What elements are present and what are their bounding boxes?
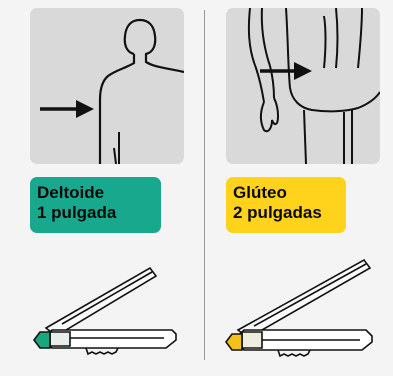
gluteal-badge: Glúteo 2 pulgadas — [226, 177, 346, 233]
syringe-long-needle-icon — [225, 258, 373, 358]
arrow-icon — [40, 100, 94, 118]
arrow-icon — [260, 62, 312, 80]
gluteal-needle-length: 2 pulgadas — [233, 203, 322, 222]
deltoid-illustration — [30, 8, 184, 164]
gluteal-site-label: Glúteo — [233, 183, 287, 202]
deltoid-site-label: Deltoide — [37, 183, 105, 202]
deltoid-body-outline — [40, 18, 184, 164]
divider — [204, 10, 205, 360]
deltoid-badge: Deltoide 1 pulgada — [30, 177, 161, 233]
deltoid-needle-length: 1 pulgada — [37, 203, 117, 222]
syringe-short-needle-icon — [33, 266, 177, 356]
gluteal-illustration — [226, 8, 380, 164]
gluteal-body-outline — [247, 8, 380, 164]
